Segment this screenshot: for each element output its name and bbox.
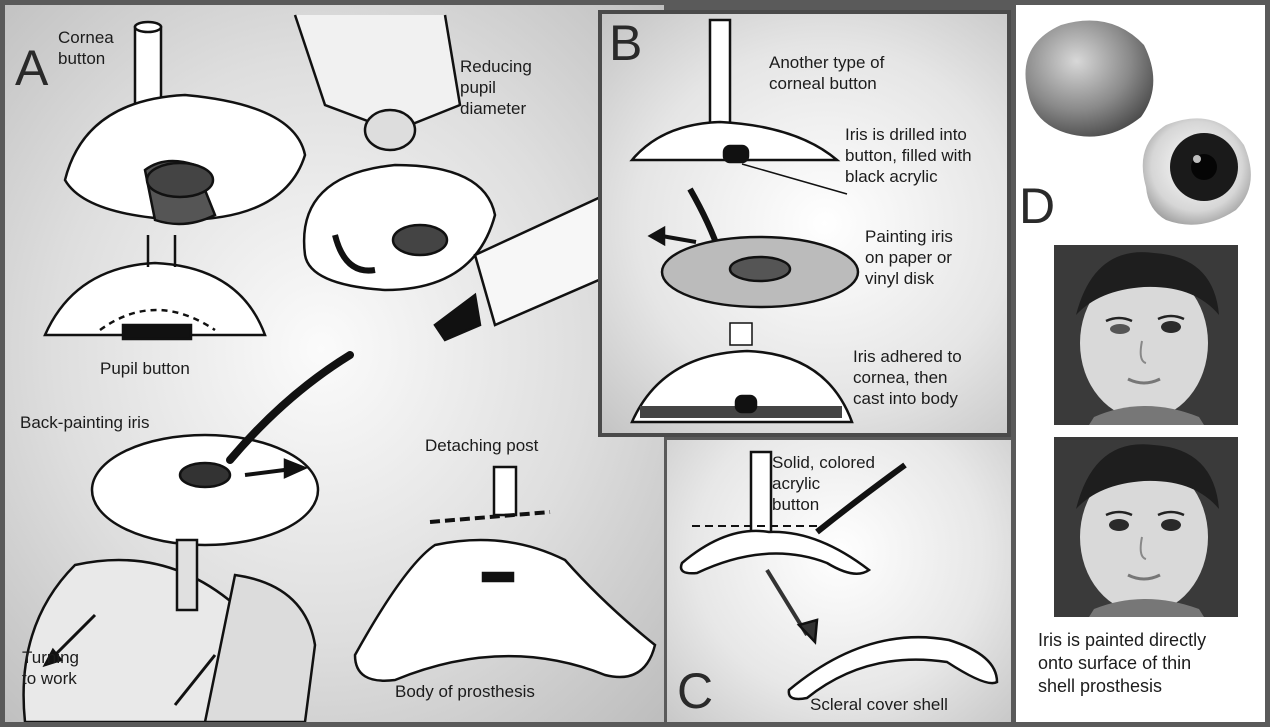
prosthesis-body	[355, 540, 655, 681]
back-painting-label: Back-painting iris	[20, 412, 149, 433]
patient-photo-before	[1054, 245, 1238, 425]
scleral-shell-label: Scleral cover shell	[810, 694, 948, 715]
cornea-button-post	[135, 27, 161, 107]
patient-photo-after	[1054, 437, 1238, 617]
shell-prosthesis-back	[1025, 21, 1153, 137]
body-of-prosthesis-label: Body of prosthesis	[395, 681, 535, 702]
panel-d-letter: D	[1019, 181, 1055, 231]
scleral-cover-shell	[789, 637, 997, 699]
iris-drilled-label: Iris is drilled into button, filled with…	[845, 124, 972, 187]
panel-a-letter: A	[15, 43, 48, 93]
corneal-button-post	[710, 20, 730, 135]
panel-b-letter: B	[609, 18, 642, 68]
solid-button-label: Solid, colored acrylic button	[772, 452, 875, 515]
detaching-post-piece	[494, 467, 516, 515]
panel-d: D	[1016, 5, 1265, 722]
panel-d-caption: Iris is painted directly onto surface of…	[1038, 629, 1206, 698]
iris-adhered-label: Iris adhered to cornea, then cast into b…	[853, 346, 962, 409]
detaching-post-label: Detaching post	[425, 435, 538, 456]
panel-c-letter: C	[677, 666, 713, 716]
panel-b: B Another type of corneal button Iris is…	[598, 10, 1011, 437]
rotating-disk	[304, 165, 495, 290]
lathe-chuck	[295, 15, 460, 123]
panel-c: C Solid, colored acrylic button Scleral …	[667, 440, 1011, 722]
painting-disk	[92, 435, 318, 545]
panel-a: A Cornea button Reducing pupil diameter …	[5, 5, 664, 722]
another-type-label: Another type of corneal button	[769, 52, 884, 94]
button-shell-c	[681, 531, 869, 574]
turning-label: Turning to work	[22, 647, 79, 689]
pupil-button-label: Pupil button	[100, 358, 190, 379]
painting-iris-label: Painting iris on paper or vinyl disk	[865, 226, 953, 289]
cornea-button-label: Cornea button	[58, 27, 114, 69]
hand-left	[24, 560, 235, 722]
reducing-pupil-label: Reducing pupil diameter	[460, 56, 532, 119]
